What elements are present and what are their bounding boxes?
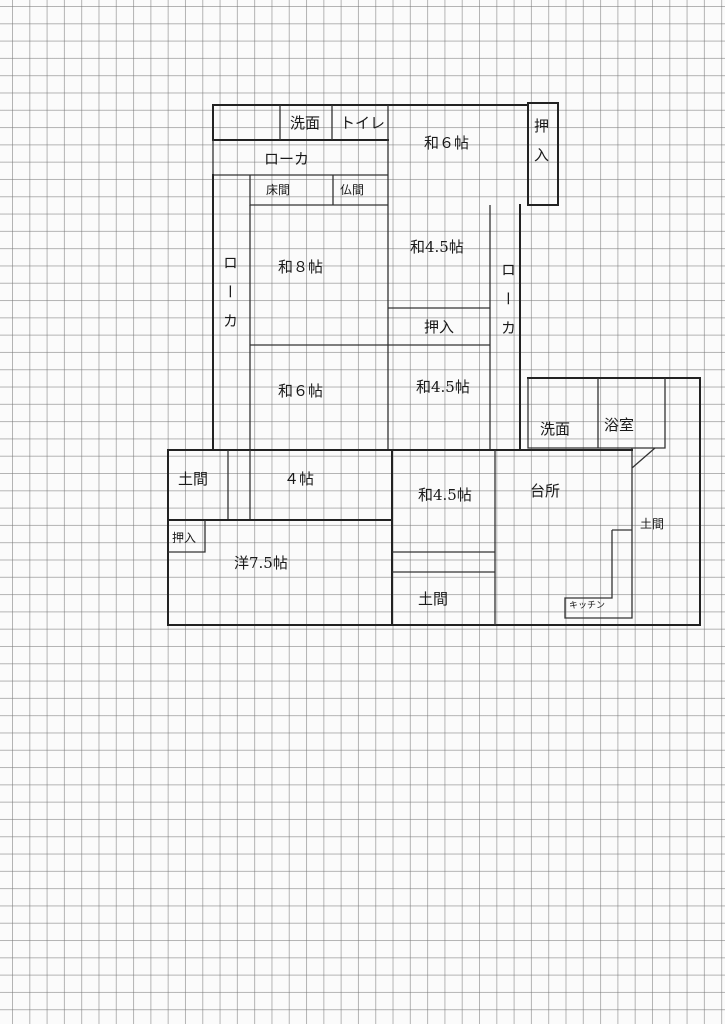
room-label-roka-top: ローカ <box>264 150 310 168</box>
room-label-wa6-mid: 和６帖 <box>278 382 324 400</box>
room-label-senmen-top: 洗面 <box>290 114 321 132</box>
room-label-butsuma: 仏間 <box>340 183 365 197</box>
wall-genkan-dividers <box>227 450 251 520</box>
wall-bath-dividers <box>527 378 666 449</box>
wall-doma-dividers <box>392 450 496 625</box>
room-label-senmen-bath: 洗面 <box>540 420 571 438</box>
room-label-oshiire-mid: 押入 <box>424 318 455 336</box>
room-label-wa6-top: 和６帖 <box>424 134 470 152</box>
room-label-oshiire-right-top: 押入 <box>532 118 550 176</box>
wall-middle-rows <box>250 307 490 346</box>
room-label-doma-right: 土間 <box>640 517 665 531</box>
room-label-toilet: トイレ <box>340 114 386 132</box>
room-label-doma-left: 土間 <box>178 470 209 488</box>
room-label-roka-right: ローカ <box>499 262 517 349</box>
room-label-wa8: 和８帖 <box>278 258 324 276</box>
room-label-wa45-b: 和4.5帖 <box>416 378 470 396</box>
wall-top-room-dividers <box>279 105 389 205</box>
room-label-wa45-a: 和4.5帖 <box>410 238 464 256</box>
wall-kitchen-counter <box>564 529 633 619</box>
wall-bath-outline <box>527 377 701 626</box>
room-label-yokushitsu: 浴室 <box>604 416 635 434</box>
wall-small-closet <box>168 520 206 553</box>
room-label-kitchen: キッチン <box>569 601 606 611</box>
wall-lower-outline <box>167 449 701 626</box>
wall-bath-door <box>631 447 656 530</box>
room-label-doma-bottom: 土間 <box>418 590 449 608</box>
wall-top-outline <box>212 102 559 206</box>
wall-middle-dividers <box>387 205 491 450</box>
room-label-tokonoma: 床間 <box>266 183 291 197</box>
room-label-you75: 洋7.5帖 <box>234 554 288 572</box>
room-label-daidokoro: 台所 <box>530 482 561 500</box>
room-label-wa45-c: 和4.5帖 <box>418 486 472 504</box>
room-label-yon-jo: ４帖 <box>284 470 315 488</box>
room-label-oshiire-small: 押入 <box>172 531 197 545</box>
room-label-roka-left: ローカ <box>221 255 239 342</box>
